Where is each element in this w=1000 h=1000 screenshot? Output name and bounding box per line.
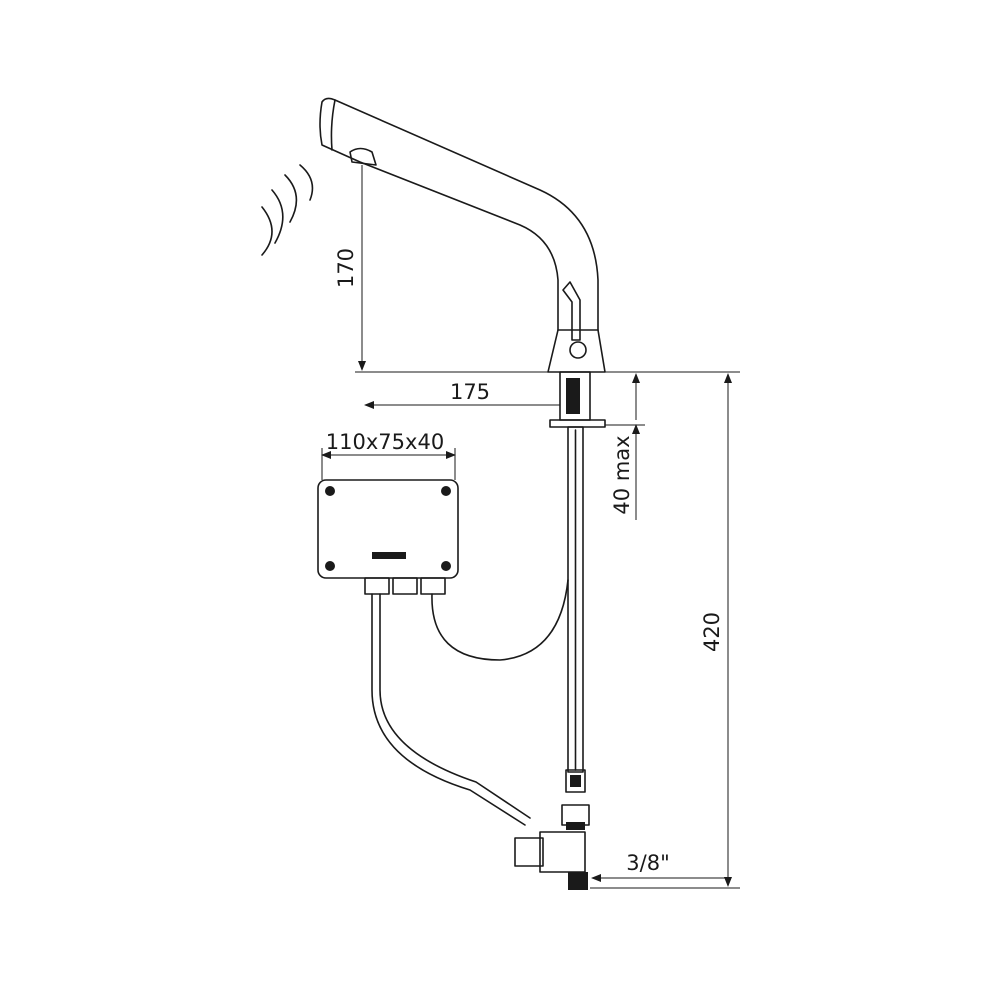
dimension-lines [321, 165, 740, 889]
sensor-waves-icon [261, 164, 314, 256]
dim-420: 420 [700, 612, 724, 652]
delabie-logo [372, 552, 406, 559]
lever-knob [569, 341, 587, 359]
dim-170: 170 [334, 248, 358, 288]
dim-3-8: 3/8" [626, 851, 669, 875]
dim-box: 110x75x40 [326, 430, 444, 454]
lever [562, 281, 581, 341]
solenoid-valve [539, 831, 586, 873]
control-box [317, 479, 569, 826]
dim-175: 175 [450, 380, 490, 404]
thread-3-8 [568, 872, 588, 890]
supply-hose [567, 426, 584, 773]
dim-40-max: 40 max [610, 435, 634, 514]
faucet [261, 97, 606, 890]
flange [549, 419, 606, 428]
